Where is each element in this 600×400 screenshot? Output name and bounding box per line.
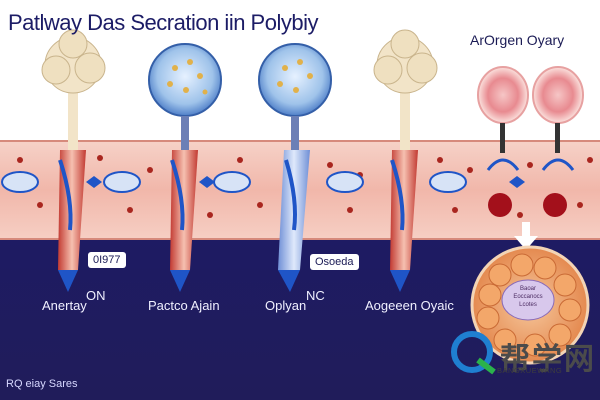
label-col3-side: NC [306,288,325,303]
tube-2 [170,150,198,292]
ovary-1 [477,66,529,153]
tube-1 [58,150,86,292]
bulb-1 [148,43,222,152]
label-col2: Pactco Ajain [148,298,220,313]
tree-2 [373,29,438,152]
watermark-text: 帮学网 [500,343,596,376]
label-col1: Anertay [42,298,87,313]
ovary-label: ArOrgen Oyary [470,32,565,48]
tube-4 [390,150,418,292]
label-col1-side: ON [86,288,106,303]
diagram-title: Patlway Das Secration iin Polybiy [8,10,318,35]
cluster-text-line-1: Baoar [519,286,536,292]
tube-3 [278,150,310,292]
footer-caption: RQ eiay Sares [6,378,78,390]
label-col3: Oplyan [265,298,307,313]
bulb-2 [258,43,332,152]
tree-1 [41,29,106,152]
ovary-ducts [486,158,575,217]
follicle-cluster [470,245,590,365]
watermark-logo-icon [451,331,496,375]
watermark-subtext: BANGXUEWANG [497,366,563,375]
tissue-border-top [0,140,600,142]
band-vessels [1,171,525,193]
cluster-text-line-2: Eoccanocs [513,294,543,300]
cluster-text: Baoar Eoccanocs Lcotes [503,285,553,309]
code-box-1: 0I977 [88,252,126,268]
cluster-text-line-3: Lcotes [519,302,537,308]
ovary-2 [532,66,584,153]
down-arrow-icon [514,222,538,250]
code-box-2: Osoeda [310,254,359,270]
label-col4: Aogeeen Oyaic [365,298,454,313]
